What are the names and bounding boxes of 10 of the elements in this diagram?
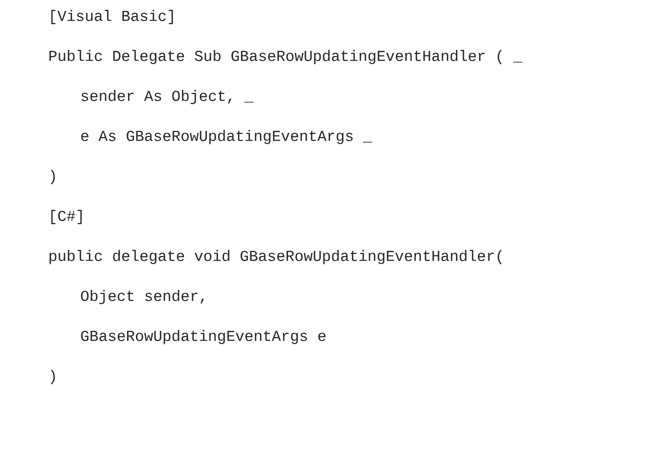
code-line: public delegate void GBaseRowUpdatingEventHandler( xyxy=(50,250,502,264)
code-line: sender As Object, _ xyxy=(82,90,254,104)
code-line: GBaseRowUpdatingEventArgs e xyxy=(81,330,326,344)
code-line: e As GBaseRowUpdatingEventArgs _ xyxy=(81,130,372,144)
code-line: ) xyxy=(50,370,55,384)
code-line: ) xyxy=(50,170,55,184)
code-line: [Visual Basic] xyxy=(51,10,173,24)
code-line: Object sender, xyxy=(81,290,204,304)
code-line: Public Delegate Sub GBaseRowUpdatingEventHandler ( _ xyxy=(49,50,523,64)
code-line: [C#] xyxy=(51,210,82,224)
